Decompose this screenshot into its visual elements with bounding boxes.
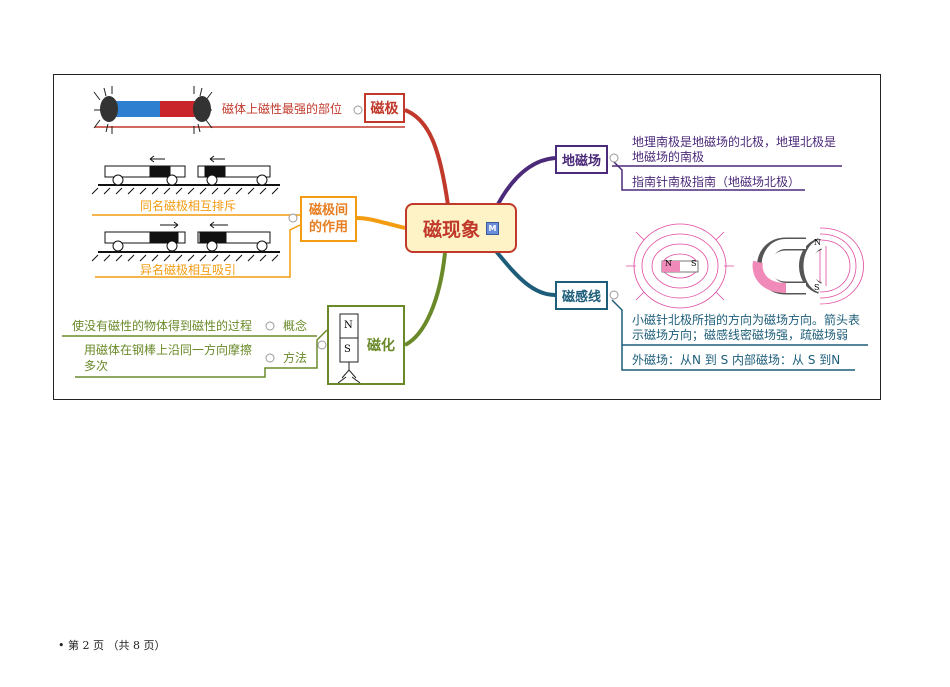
connector-magnetize [403, 252, 447, 347]
collapse-dot-field [609, 290, 619, 300]
central-topic[interactable]: 磁现象 M [405, 203, 517, 253]
field-fact1-line1: 小磁针北极所指的方向为磁场方向。箭头表 [632, 313, 861, 327]
method-label: 方法 [283, 351, 308, 365]
bracket-field2 [611, 299, 855, 371]
bar-s-label: S [691, 259, 697, 268]
bracket-attract [95, 224, 301, 278]
magnet-pole-n: N [344, 320, 353, 331]
collapse-dot-geo [609, 153, 619, 163]
central-topic-title: 磁现象 [422, 218, 480, 241]
method-text-line2: 多次 [84, 359, 109, 373]
geomagnetic-topic[interactable]: 地磁场 [555, 145, 608, 174]
interaction-title-line2: 的作用 [308, 220, 348, 235]
repel-carts-image [91, 155, 280, 195]
attract-carts-image [91, 221, 280, 262]
interaction-topic[interactable]: 磁极间 的作用 [300, 196, 357, 242]
magnetize-topic[interactable]: 磁化 [327, 305, 405, 385]
magnetize-title: 磁化 [367, 338, 395, 354]
bracket-method [75, 329, 328, 378]
connector-pole [404, 108, 450, 206]
pole-topic[interactable]: 磁极 [364, 93, 405, 123]
u-s-label: S [814, 283, 820, 292]
collapse-dot-method [265, 353, 275, 363]
attract-label: 异名磁极相互吸引 [140, 263, 237, 277]
bar-magnet-field-image [626, 223, 734, 309]
geomagnetic-title: 地磁场 [561, 154, 601, 169]
magnet-pole-s: S [344, 344, 351, 355]
geo-fact1-line1: 地理南极是地磁场的北极，地理北极是 [632, 135, 837, 149]
note-icon[interactable]: M [486, 221, 499, 235]
magnetize-image [337, 313, 361, 384]
u-magnet-field-image [752, 227, 864, 305]
u-n-label: N [814, 238, 821, 247]
bar-n-label: N [665, 259, 672, 268]
page-footer: • 第 2 页 （共 8 页） [58, 639, 166, 652]
connector-geomagnetic [493, 156, 556, 211]
interaction-title-line1: 磁极间 [308, 203, 348, 218]
repel-label: 同名磁极相互排斥 [140, 199, 237, 213]
field-fact2: 外磁场：从N 到 S 内部磁场：从 S 到N [632, 353, 841, 367]
collapse-dot-magnetize [317, 340, 327, 350]
concept-text: 使没有磁性的物体得到磁性的过程 [72, 319, 253, 333]
pole-description: 磁体上磁性最强的部位 [222, 102, 343, 116]
pole-title: 磁极 [370, 101, 399, 117]
method-text-line1: 用磁体在钢棒上沿同一方向摩擦 [84, 343, 253, 357]
mindmap-frame [53, 74, 881, 400]
bar-magnet-image [93, 86, 213, 134]
bracket-geo2 [611, 159, 805, 191]
concept-label: 概念 [283, 319, 308, 333]
fieldlines-title: 磁感线 [561, 290, 601, 305]
collapse-dot-pole [353, 105, 363, 115]
connector-fieldlines [493, 248, 556, 297]
collapse-dot-concept [265, 321, 275, 331]
geo-fact2: 指南针南极指南（地磁场北极） [632, 175, 801, 189]
connector-interaction [356, 216, 406, 230]
field-fact1-line2: 示磁场方向；磁感线密磁场强，疏磁场弱 [632, 328, 849, 342]
collapse-dot-interaction [288, 213, 298, 223]
geo-fact1-line2: 地磁场的南极 [632, 150, 705, 164]
fieldlines-topic[interactable]: 磁感线 [555, 281, 608, 310]
